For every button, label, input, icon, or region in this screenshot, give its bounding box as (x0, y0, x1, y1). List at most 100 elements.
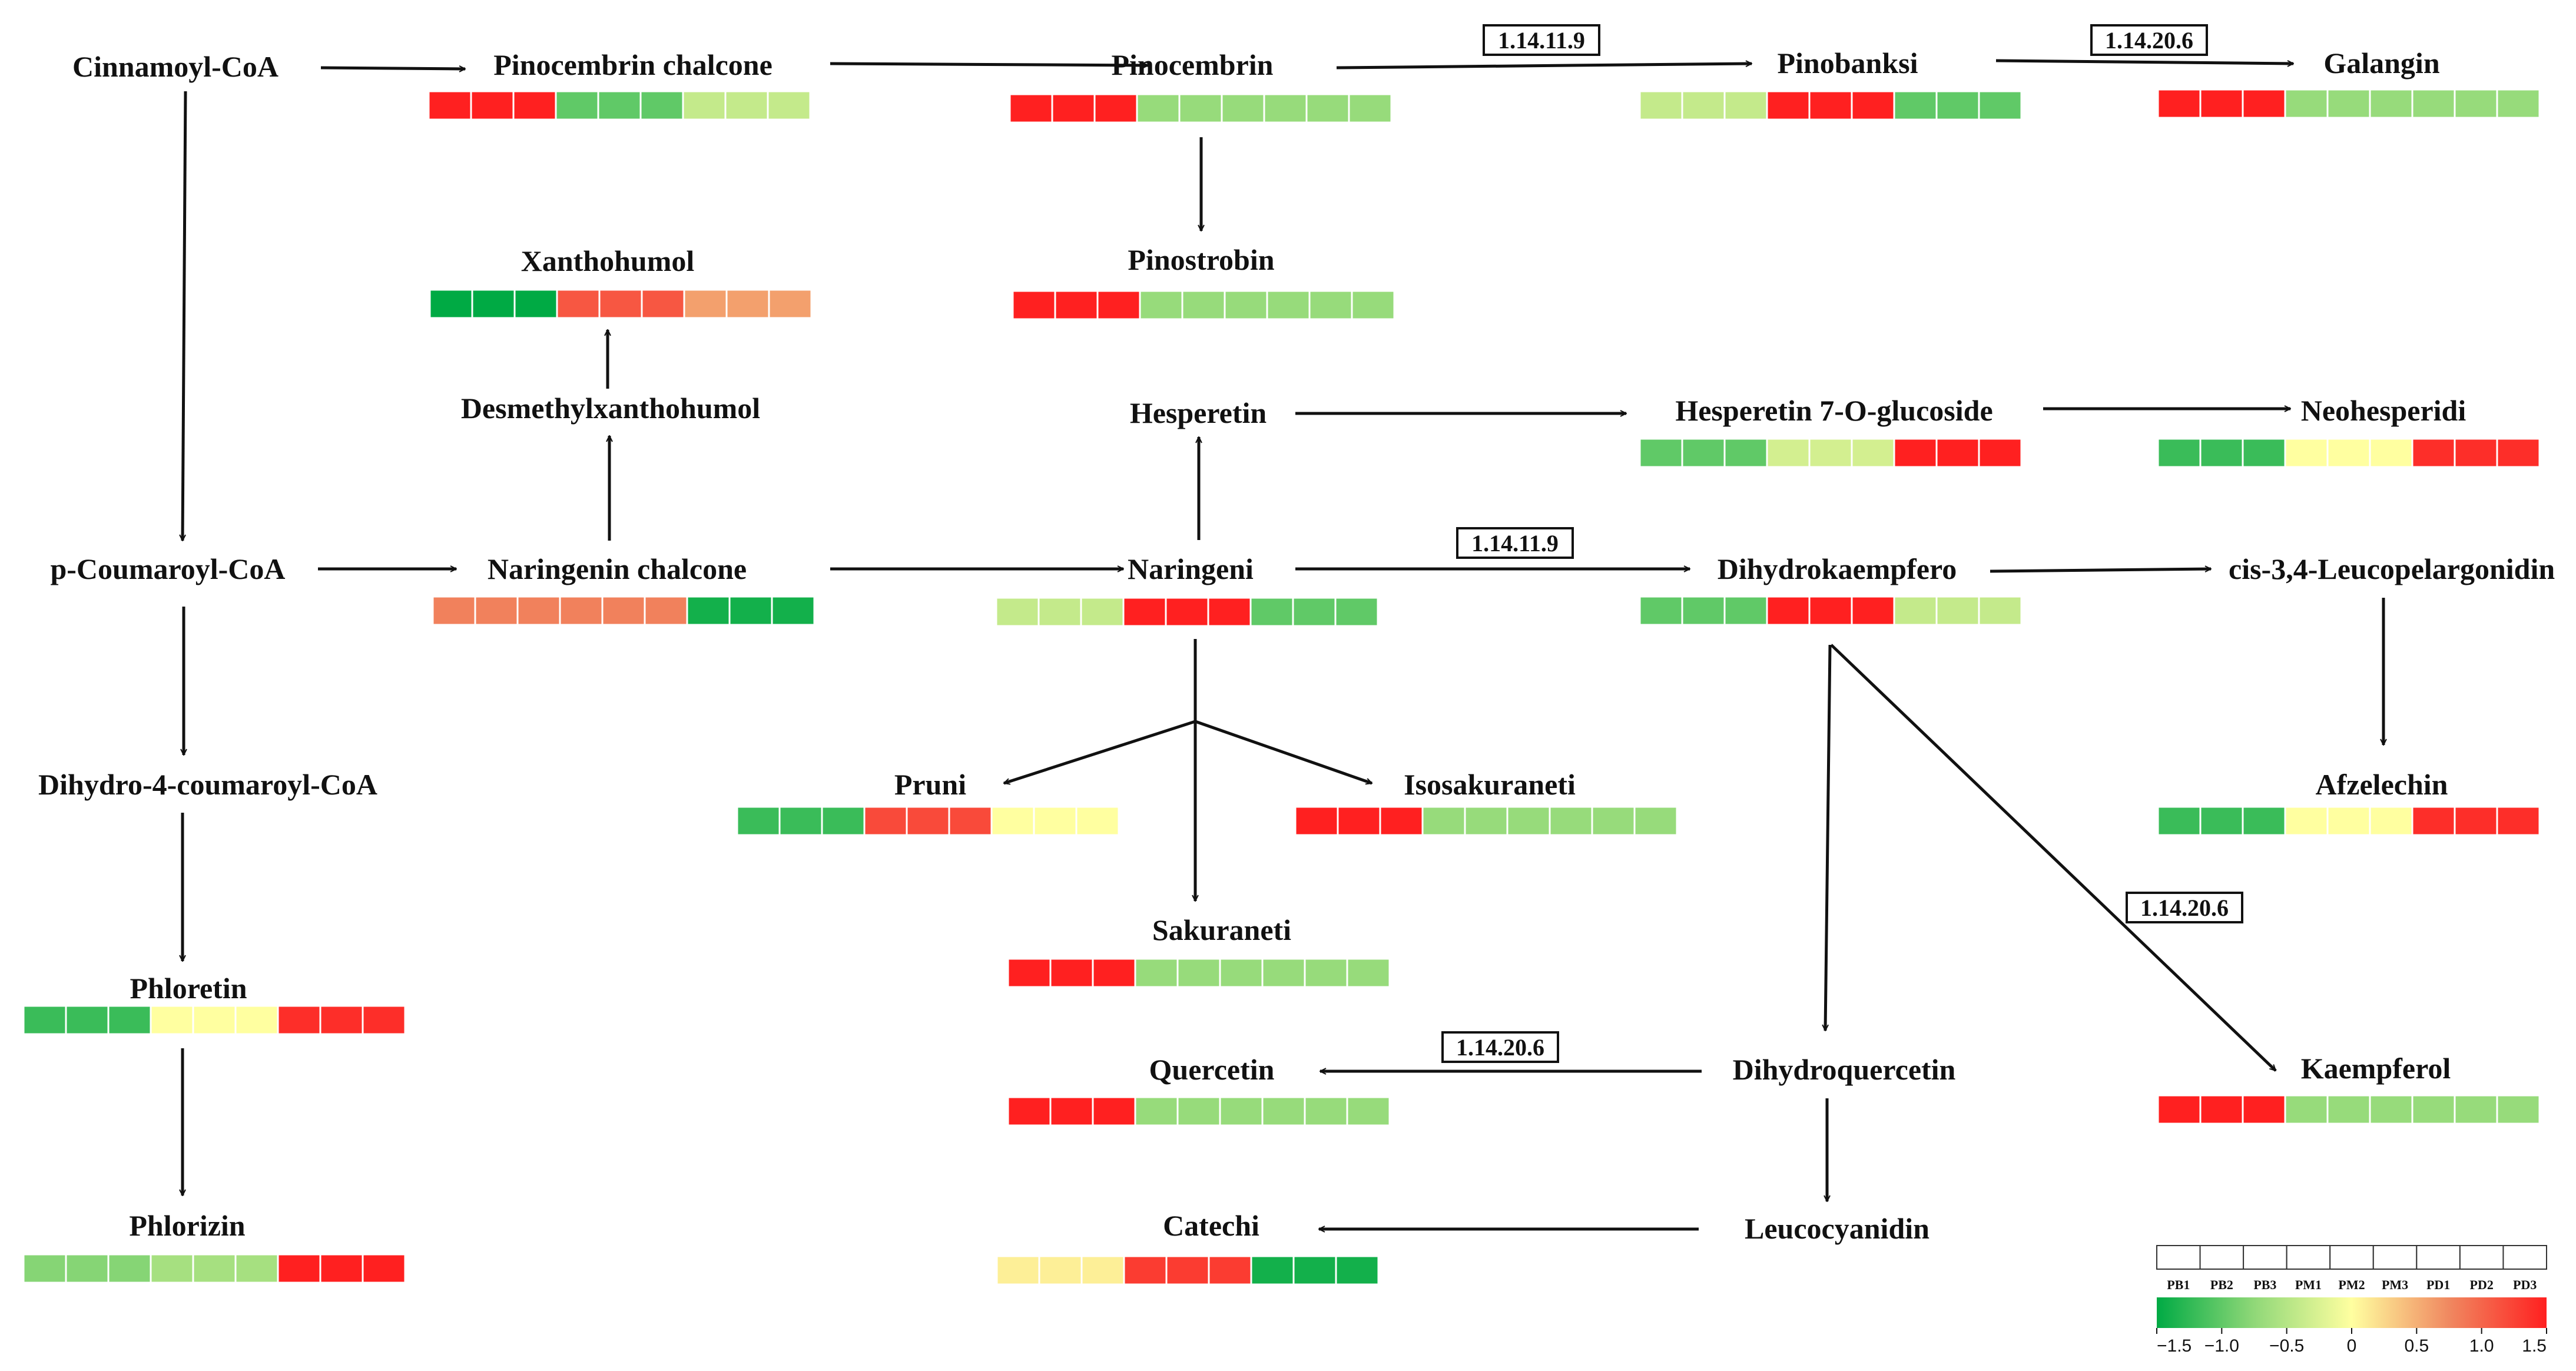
legend-column-label: PB2 (2210, 1277, 2233, 1292)
heatmap-cell (2411, 88, 2456, 119)
heatmap-cell (1122, 597, 1167, 627)
node-label: Neohesperidi (2301, 394, 2466, 427)
heatmap-cell (234, 1005, 279, 1035)
heatmap-strip (1294, 806, 1678, 836)
legend-column-label: PM3 (2382, 1277, 2408, 1292)
heatmap-cell (150, 1005, 194, 1035)
heatmap-cell (990, 806, 1035, 836)
heatmap-cell (2496, 438, 2541, 468)
heatmap-cell (2242, 88, 2286, 119)
heatmap-cell (2411, 438, 2456, 468)
heatmap-cell (724, 90, 769, 121)
heatmap-cell (2326, 88, 2371, 119)
enzyme-text: 1.14.20.6 (1456, 1034, 1544, 1061)
heatmap-cell (2496, 88, 2541, 119)
heatmap-cell (2157, 438, 2202, 468)
heatmap-cell (1978, 595, 2023, 626)
heatmap-cell (1639, 595, 1683, 626)
legend-column-box (2286, 1245, 2331, 1270)
heatmap-cell (2199, 438, 2244, 468)
heatmap-cell (2369, 1094, 2413, 1125)
heatmap-cell (2454, 88, 2498, 119)
heatmap-cell (1096, 290, 1141, 320)
node-label: Galangin (2323, 47, 2439, 80)
heatmap-cell (555, 90, 599, 121)
arrow-dihydrokaempfero-to-kaempferol (1830, 644, 2277, 1072)
node-labels: Cinnamoyl-CoA Pinocembrin chalcone Pinoc… (38, 47, 2555, 1245)
enzyme-text: 1.14.11.9 (1498, 27, 1585, 54)
heatmap-cell (1723, 438, 1768, 468)
heatmap-cell (2199, 88, 2244, 119)
legend-tick-label: −1.0 (2204, 1336, 2239, 1356)
arrow-dihydrokaempfero-to-dihydroquercetin (1825, 644, 1832, 1031)
heatmap-cell (516, 595, 561, 626)
node-label: Desmethylxanthohumol (461, 392, 760, 425)
legend-tick-label: 1.5 (2522, 1336, 2547, 1356)
node-label: Pinocembrin (1112, 48, 1274, 81)
heatmap-cell (1136, 93, 1181, 124)
heatmap-cell (107, 1253, 152, 1284)
heatmap-cell (778, 806, 823, 836)
legend-tick-label: 0 (2347, 1336, 2357, 1356)
heatmap-cell (863, 806, 908, 836)
legend-gradient-bar (2157, 1297, 2547, 1328)
heatmap-cell (2326, 438, 2371, 468)
heatmap-cell (1250, 1255, 1295, 1286)
enzyme-label: 1.14.11.9 (1456, 527, 1574, 559)
heatmap-cell (1207, 597, 1252, 627)
node-label: Dihydrokaempfero (1718, 552, 1957, 585)
heatmap-cell (1224, 290, 1268, 320)
heatmap-cell (2284, 438, 2329, 468)
heatmap-cell (1549, 806, 1593, 836)
heatmap-cell (277, 1253, 321, 1284)
arrow-dihydrokaempfero-to-leucopelargonidin (1990, 569, 2211, 573)
heatmap-cell (432, 595, 476, 626)
legend-column-label: PM1 (2295, 1277, 2322, 1292)
heatmap-cell (1591, 806, 1636, 836)
heatmap-cell (601, 595, 646, 626)
heatmap-cell (1075, 806, 1120, 836)
legend-column-box (2372, 1245, 2418, 1270)
heatmap-cell (556, 289, 601, 319)
node-label: Sakuraneti (1152, 913, 1291, 946)
heatmap-cell (1348, 93, 1393, 124)
heatmap-strip (22, 1005, 406, 1035)
heatmap-cell (641, 289, 685, 319)
node-label: Cinnamoyl-CoA (72, 50, 279, 83)
heatmap-cell (1723, 90, 1768, 121)
heatmap-cell (686, 595, 731, 626)
heatmap-cell (1851, 90, 1895, 121)
arrow-naringeni-to-isosakuraneti (1195, 720, 1372, 783)
heatmap-cell (1165, 597, 1209, 627)
heatmap-cell (728, 595, 773, 626)
heatmap-cell (471, 289, 516, 319)
heatmap-cell (470, 90, 515, 121)
enzyme-text: 1.14.20.6 (2140, 895, 2229, 921)
heatmap-cell (771, 595, 815, 626)
heatmap-cell (1334, 597, 1379, 627)
heatmap-cell (1178, 93, 1223, 124)
heatmap-cell (2284, 88, 2329, 119)
node-label: Quercetin (1149, 1053, 1275, 1086)
heatmap-cell (1766, 90, 1811, 121)
legend-column-box (2329, 1245, 2374, 1270)
legend-column-label: PD1 (2426, 1277, 2450, 1292)
heatmap-cell (598, 289, 643, 319)
enzyme-label: 1.14.11.9 (1483, 24, 1600, 56)
heatmap-cell (1292, 1255, 1337, 1286)
heatmap-cell (362, 1253, 406, 1284)
heatmap-cell (639, 90, 684, 121)
heatmap-cell (1893, 438, 1938, 468)
heatmap-cell (1049, 958, 1094, 988)
heatmap-cell (1681, 438, 1726, 468)
heatmap-cell (1633, 806, 1678, 836)
arrow-cinnamoyl-to-pinocembrin-chalcone (320, 68, 465, 69)
heatmap-cell (1346, 1096, 1391, 1127)
enzyme-box (1456, 527, 1574, 559)
heatmap-cell (2411, 806, 2456, 836)
heatmap-strip (1009, 93, 1393, 124)
heatmap-cell (1639, 90, 1683, 121)
heatmap-cell (1219, 1096, 1264, 1127)
